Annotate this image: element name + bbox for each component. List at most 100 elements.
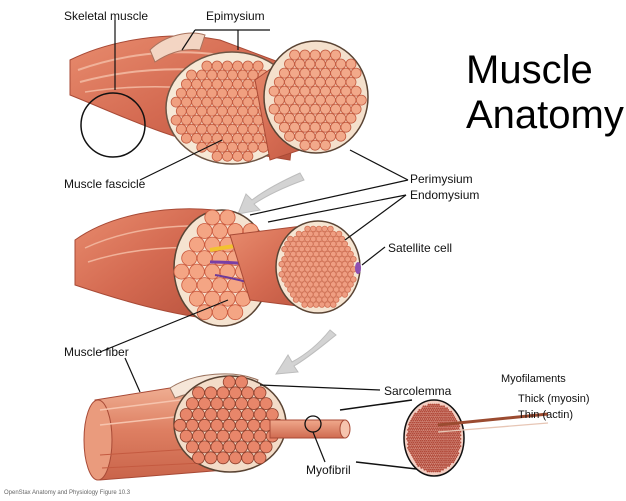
myofibril-dot [296, 231, 302, 237]
myofilament-dot [435, 405, 437, 407]
myofilament-dot [455, 449, 457, 451]
fiber-cell [300, 68, 310, 78]
myofilament-dot [425, 424, 427, 426]
myofilament-dot [437, 438, 439, 440]
myofilament-dot [409, 443, 411, 445]
myofilament-dot [419, 454, 421, 456]
fascicle-cell [207, 106, 217, 116]
myofilament-dot [452, 425, 454, 427]
myofilament-dot [434, 425, 436, 427]
myofilament-dot [421, 443, 423, 445]
myofilament-dot [427, 424, 429, 426]
fiber-cell [197, 278, 212, 293]
myofilament-dot [432, 433, 434, 435]
fiber-cell [331, 122, 341, 132]
myofilament-dot [429, 467, 431, 469]
fascicle-cell [202, 79, 212, 89]
myofilament-dot [448, 418, 450, 420]
fascicle-cell [222, 133, 232, 143]
myofilament-dot [420, 416, 422, 418]
myofilament-dot [416, 449, 418, 451]
myofilament-dot [412, 427, 414, 429]
myofilament-dot [428, 418, 430, 420]
myofibril-cell [260, 441, 272, 453]
label-sarcolemma: Sarcolemma [384, 385, 451, 397]
myofilament-dot [419, 429, 421, 431]
myofilament-dot [419, 451, 421, 453]
myofilament-dot [418, 434, 420, 436]
myofibril-cell [229, 409, 241, 421]
myofilament-dot [421, 425, 423, 427]
myofilament-dot [442, 454, 444, 456]
fiber-cell [315, 113, 325, 123]
myofilament-dot [447, 409, 449, 411]
fiber-cell [336, 77, 346, 87]
myofilament-dot [425, 442, 427, 444]
myofilament-dot [456, 454, 458, 456]
myofilament-dot [458, 425, 460, 427]
myofilament-dot [428, 404, 430, 406]
myofibril-dot [313, 261, 319, 267]
fascicle-cell [243, 115, 253, 125]
myofilament-dot [447, 456, 449, 458]
myofilament-dot [435, 463, 437, 465]
myofilament-dot [409, 447, 411, 449]
myofilament-dot [450, 411, 452, 413]
myofilament-dot [423, 431, 425, 433]
myofilament-dot [421, 429, 423, 431]
myofilament-dot [432, 414, 434, 416]
myofilament-dot [436, 418, 438, 420]
myofibril-dot [325, 241, 331, 247]
myofilament-dot [416, 460, 418, 462]
myofilament-dot [426, 422, 428, 424]
myofilament-dot [451, 434, 453, 436]
myofibril-dot [331, 292, 337, 298]
myofilament-dot [425, 467, 427, 469]
myofilament-dot [443, 452, 445, 454]
fascicle-cell [253, 133, 263, 143]
myofilament-dot [412, 424, 414, 426]
myofilament-dot [420, 438, 422, 440]
myofilament-dot [454, 418, 456, 420]
myofilament-dot [417, 429, 419, 431]
myofilament-dot [417, 440, 419, 442]
myofilament-dot [445, 467, 447, 469]
fascicle-cell [181, 133, 191, 143]
myofibril-dot [285, 272, 291, 278]
fiber-cell [341, 68, 351, 78]
myofilament-dot [435, 456, 437, 458]
myofibril-cell [254, 409, 266, 421]
myofibril-cell [205, 387, 217, 399]
myofilament-dot [434, 418, 436, 420]
myofibril-dot [296, 241, 302, 247]
myofilament-dot [424, 451, 426, 453]
myofilament-dot [430, 469, 432, 471]
myofilament-dot [451, 460, 453, 462]
myofibril-dot [331, 241, 337, 247]
myofibril-dot [319, 292, 325, 298]
myofilament-dot [414, 420, 416, 422]
myofilament-dot [413, 422, 415, 424]
myofilament-dot [438, 404, 440, 406]
myofilament-dot [437, 445, 439, 447]
myofilament-dot [426, 436, 428, 438]
myofibril-dot [290, 272, 296, 278]
myofilament-dot [442, 451, 444, 453]
myofilament-dot [449, 463, 451, 465]
fascicle-cell [207, 88, 217, 98]
myofilament-dot [428, 414, 430, 416]
myofilament-dot [432, 429, 434, 431]
myofilament-dot [457, 427, 459, 429]
myofibril-dot [302, 292, 308, 298]
fiber-cell [295, 113, 305, 123]
myofibril-dot [336, 272, 342, 278]
myofilament-dot [449, 456, 451, 458]
fascicle-cell [207, 124, 217, 134]
myofilament-dot [425, 445, 427, 447]
myofilament-dot [411, 433, 413, 435]
fascicle-cell [233, 61, 243, 71]
myofilament-dot [436, 451, 438, 453]
title-line-1: Muscle [466, 48, 624, 93]
myofilament-dot [431, 427, 433, 429]
myofilament-dot [419, 433, 421, 435]
